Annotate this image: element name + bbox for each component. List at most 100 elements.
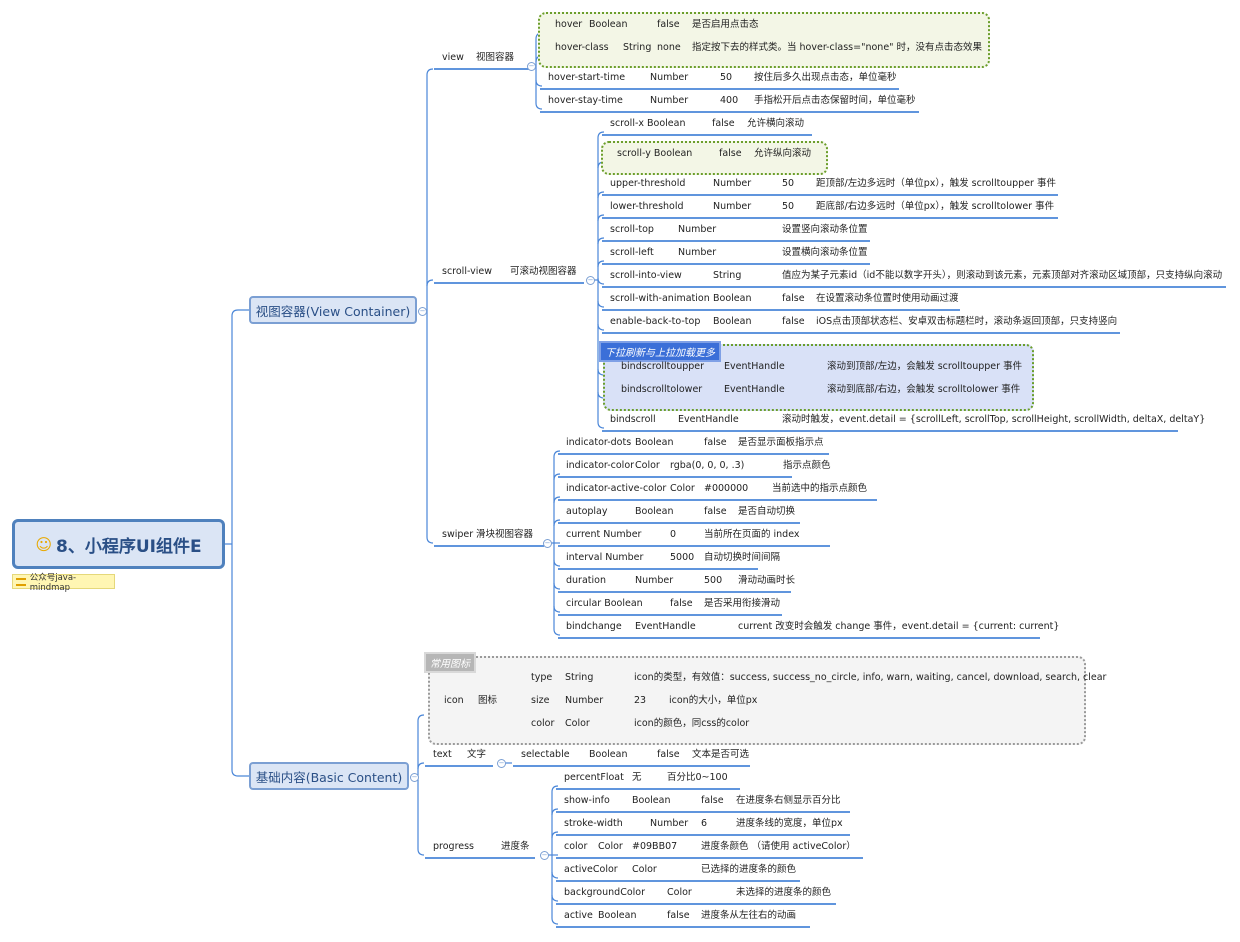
collapse-toggle-view[interactable]: − [527,62,536,71]
scroll-view-attr-row-col-1: Boolean [713,316,752,327]
icon-attr-row-col-1: String [565,672,594,683]
connector [551,894,559,902]
swiper-attr-row-col-2: false [704,437,727,448]
connector [553,582,561,590]
progress-attr-row-col-1: Color [667,887,692,898]
scroll-view-attr-row-col-1: Number [678,224,717,235]
connector [597,300,605,308]
collapse-toggle-basic-content[interactable]: − [410,773,419,782]
smile-icon: ☺ [35,534,53,554]
scroll-view-attr-row-col-2: 滚动到底部/右边，会触发 scrolltolower 事件 [827,384,1021,395]
swiper-attr-row-col-1: Color [670,483,695,494]
swiper-attr-row-col-1: EventHandle [635,621,696,632]
swiper-attr-row-col-3: 是否自动切换 [738,506,796,517]
refresh-group-tag: 下拉刷新与上拉加载更多 [599,341,721,362]
swiper-attr-row-col-2: #000000 [704,483,749,494]
root-topic[interactable]: ☺ 8、小程序UI组件E [12,519,225,569]
scroll-view-attr-row-col-1: Number [678,247,717,258]
scroll-view-attr-row-col-2: 滚动时触发，event.detail = {scrollLeft, scroll… [782,414,1206,425]
connector [231,544,249,777]
view-attr-row-col-2: 50 [720,72,733,83]
progress-attr-row-col-1: 无 [632,772,642,783]
scroll-view-attr-row-col-0: bindscrolltolower [621,384,703,395]
connector [597,191,605,199]
view-attr-row-col-1: Number [650,72,689,83]
icon-group-box [428,656,1086,745]
subbranch-progress-col-1: 进度条 [501,841,530,852]
collapse-toggle-swiper[interactable]: − [543,539,552,548]
connector [417,762,425,770]
connector [231,309,249,544]
icon-attr-row-col-0: type [531,672,553,683]
connector [535,79,543,87]
view-attr-row-col-1: Boolean [589,19,628,30]
connector [551,831,559,839]
collapse-toggle-progress[interactable]: − [540,851,549,860]
root-note[interactable]: 公众号java-mindmap [12,573,115,593]
connector [426,68,434,76]
swiper-attr-row-col-3: 当前选中的指示点颜色 [772,483,868,494]
branch-view-container[interactable]: 视图容器(View Container) [249,296,417,324]
collapse-toggle-view-container[interactable]: − [418,307,427,316]
swiper-attr-row-col-1: Boolean [635,437,674,448]
progress-attr-row-col-2: 6 [701,818,708,829]
subbranch-text-col-0: text [433,749,452,760]
swiper-attr-row-col-0: indicator-active-color [566,483,667,494]
swiper-attr-row-col-1: Boolean [635,506,674,517]
view-attr-row-col-0: hover [555,19,583,30]
subbranch-progress[interactable]: progress 进度条 [429,840,535,855]
connector [553,605,561,613]
connector [597,421,605,429]
connector [417,848,425,856]
collapse-toggle-scroll-view[interactable]: − [586,276,595,285]
subbranch-progress-col-0: progress [433,841,475,852]
scroll-view-attr-row-col-0: bindscroll [610,414,656,425]
progress-attr-row-col-0: backgroundColor [564,887,645,898]
swiper-attr-row-col-2: 自动切换时间间隔 [704,552,781,563]
subbranch-swiper-col-0: swiper [442,529,474,540]
swiper-attr-row-col-1: 5000 [670,552,695,563]
progress-attr-row-col-2: 未选择的进度条的颜色 [736,887,832,898]
scroll-view-attr-row-col-1: EventHandle [724,361,785,372]
swiper-attr-row-col-0: current Number [566,529,642,540]
subbranch-swiper-col-1: 滑块视图容器 [476,529,534,540]
subbranch-icon-col-1: 图标 [478,695,498,706]
scroll-view-attr-row: bindscrolltolower EventHandle 滚动到底部/右边，会触发… [617,383,1024,398]
progress-attr-row-col-2: #09BB07 [632,841,678,852]
scroll-view-attr-row-col-2: 允许横向滚动 [747,118,805,129]
view-attr-row-col-0: hover-stay-time [548,95,623,106]
connector [426,536,434,544]
scroll-view-attr-row-col-2: 50 [782,178,795,189]
swiper-attr-row-col-2: 500 [704,575,723,586]
scroll-view-attr-row-col-1: false [719,148,742,159]
scroll-view-attr-row-col-2: false [782,316,805,327]
scroll-view-attr-row-col-3: 距顶部/左边多远时（单位px），触发 scrolltoupper 事件 [816,178,1056,189]
collapse-toggle-text[interactable]: − [497,759,506,768]
branch-basic-content[interactable]: 基础内容(Basic Content) [249,762,409,790]
scroll-view-attr-row-col-0: lower-threshold [610,201,684,212]
subbranch-view-col-0: view [442,52,464,63]
scroll-view-attr-row-col-2: false [782,293,805,304]
scroll-view-attr-row-col-1: EventHandle [724,384,785,395]
progress-attr-row-col-3: 进度条线的宽度，单位px [736,818,843,829]
